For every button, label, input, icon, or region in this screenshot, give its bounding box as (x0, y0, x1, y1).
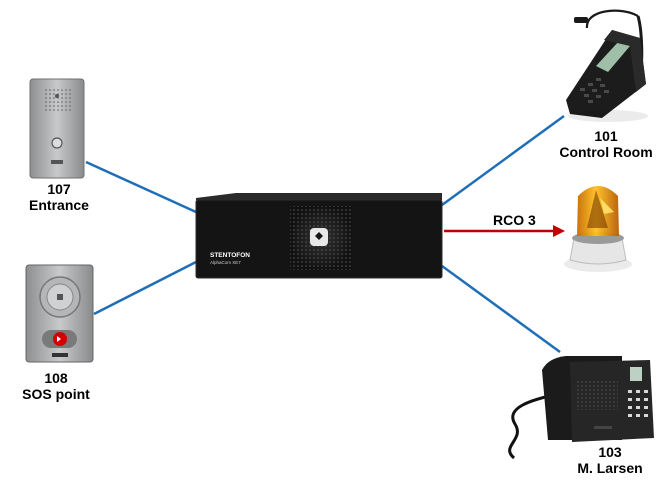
larsen-label: 103 M. Larsen (560, 444, 660, 476)
sos-label: 108 SOS point (6, 370, 106, 402)
entrance-name: Entrance (29, 197, 89, 213)
rotating-beacon (564, 186, 632, 272)
link-control-room (441, 114, 565, 207)
control-room-console (566, 9, 648, 122)
server-brand: STENTOFON (210, 252, 250, 259)
sos-number: 108 (44, 370, 68, 386)
larsen-desk-phone (508, 356, 654, 460)
relay-label: RCO 3 (493, 212, 536, 228)
control-room-number: 101 (594, 128, 618, 144)
larsen-number: 103 (598, 444, 622, 460)
entrance-label: 107 Entrance (14, 181, 104, 213)
alphacom-server: STENTOFON AlphaCom XE7 (195, 193, 443, 279)
relay-arrow-head (553, 225, 565, 237)
control-room-name: Control Room (559, 144, 653, 160)
control-room-label: 101 Control Room (548, 128, 664, 160)
sos-name: SOS point (22, 386, 90, 402)
link-sos (93, 260, 197, 316)
entrance-number: 107 (47, 181, 71, 197)
link-entrance (85, 160, 197, 214)
entrance-door-station (29, 78, 85, 179)
larsen-name: M. Larsen (577, 460, 643, 476)
link-larsen (441, 264, 561, 354)
sos-point-station (25, 264, 94, 363)
server-model: AlphaCom XE7 (210, 260, 241, 265)
